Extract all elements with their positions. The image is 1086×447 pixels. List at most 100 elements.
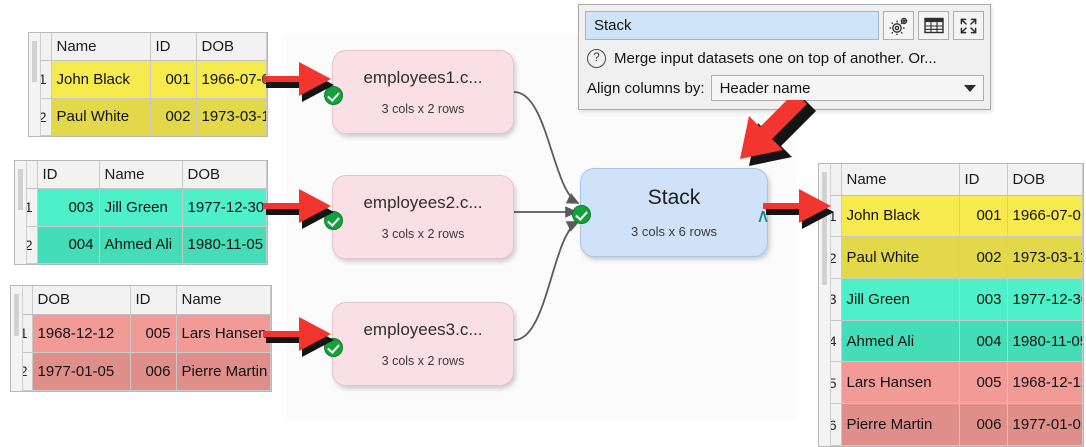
- expand-arrows-icon: [960, 18, 977, 33]
- table-row: 3 Jill Green 003 1977-12-30: [819, 277, 1083, 321]
- cell-name[interactable]: Ahmed Ali: [840, 319, 960, 363]
- panel-description-text: Merge input datasets one on top of anoth…: [614, 49, 937, 67]
- chevron-down-icon: [964, 84, 976, 92]
- table-grid-icon: [923, 17, 944, 34]
- column-header[interactable]: ID: [149, 33, 197, 62]
- cell-id[interactable]: 003: [36, 188, 100, 227]
- cell-dob[interactable]: 1968-12-12: [31, 313, 131, 353]
- table-row: 4 Ahmed Ali 004 1980-11-05: [819, 319, 1083, 363]
- node-subtitle: 3 cols x 6 rows: [631, 224, 717, 239]
- align-columns-label: Align columns by:: [587, 79, 705, 97]
- vertical-scrollbar[interactable]: [819, 164, 831, 446]
- column-header[interactable]: ID: [36, 161, 100, 190]
- input-table-2[interactable]: ID Name DOB 1 003 Jill Green 1977-12-30 …: [14, 160, 268, 265]
- cell-dob[interactable]: 1968-12-12: [1006, 361, 1083, 405]
- column-header[interactable]: Name: [175, 286, 271, 315]
- cell-id[interactable]: 005: [129, 313, 177, 353]
- cell-id[interactable]: 004: [958, 319, 1008, 363]
- status-ok-icon: [572, 205, 591, 224]
- node-title: employees1.c...: [363, 67, 483, 87]
- cell-name[interactable]: Jill Green: [840, 277, 960, 321]
- vertical-scrollbar[interactable]: [11, 286, 23, 391]
- status-ok-icon: [324, 338, 343, 357]
- cell-name[interactable]: Paul White: [50, 97, 151, 137]
- align-columns-row: Align columns by: Header name: [587, 75, 984, 101]
- cell-dob[interactable]: 1977-12-30: [181, 188, 267, 227]
- column-header[interactable]: DOB: [1006, 164, 1083, 196]
- table-row: 2 Paul White 002 1973-03-11: [819, 236, 1083, 279]
- cell-name[interactable]: John Black: [840, 194, 960, 238]
- item-name-input[interactable]: Stack: [585, 11, 879, 40]
- vertical-scrollbar[interactable]: [15, 161, 27, 264]
- cell-dob[interactable]: 1973-03-11: [195, 97, 267, 137]
- input-table-1[interactable]: Name ID DOB 1 John Black 001 1966-07-01 …: [28, 32, 268, 137]
- table-row: 2 Paul White 002 1973-03-11: [29, 97, 267, 137]
- cell-name[interactable]: Pierre Martin: [175, 351, 271, 392]
- column-header[interactable]: DOB: [31, 286, 131, 315]
- column-header[interactable]: DOB: [181, 161, 267, 190]
- cell-dob[interactable]: 1977-01-05: [31, 351, 131, 392]
- column-header[interactable]: Name: [98, 161, 183, 190]
- cell-name[interactable]: Ahmed Ali: [98, 225, 183, 265]
- table-row: 2 004 Ahmed Ali 1980-11-05: [15, 225, 267, 265]
- cell-name[interactable]: Paul White: [840, 236, 960, 279]
- panel-description-row: ? Merge input datasets one on top of ano…: [587, 46, 984, 70]
- cell-dob[interactable]: 1977-12-30: [1006, 277, 1083, 321]
- cell-id[interactable]: 005: [958, 361, 1008, 405]
- node-subtitle: 3 cols x 2 rows: [381, 101, 465, 116]
- column-header[interactable]: ID: [958, 164, 1008, 196]
- cell-dob[interactable]: 1966-07-01: [1006, 194, 1083, 238]
- node-title: Stack: [647, 186, 701, 209]
- node-title: employees3.c...: [363, 319, 483, 339]
- cell-dob[interactable]: 1973-03-11: [1006, 236, 1083, 279]
- panel-top-row: Stack: [585, 11, 984, 40]
- column-header[interactable]: Name: [50, 33, 151, 62]
- vertical-scrollbar[interactable]: [29, 33, 41, 136]
- node-employees3[interactable]: employees3.c... 3 cols x 2 rows: [324, 302, 514, 386]
- table-row: 5 Lars Hansen 005 1968-12-12: [819, 361, 1083, 405]
- node-subtitle: 3 cols x 2 rows: [381, 226, 465, 241]
- input-table-3[interactable]: DOB ID Name 1 1968-12-12 005 Lars Hansen…: [10, 285, 272, 392]
- show-table-button[interactable]: [918, 11, 949, 40]
- node-employees2[interactable]: employees2.c... 3 cols x 2 rows: [324, 175, 514, 259]
- cell-dob[interactable]: 1966-07-01: [195, 60, 267, 99]
- cell-dob[interactable]: 1980-11-05: [1006, 319, 1083, 363]
- cell-name[interactable]: Pierre Martin: [840, 403, 960, 446]
- table-row: 2 1977-01-05 006 Pierre Martin: [11, 351, 271, 392]
- node-title: employees2.c...: [363, 192, 483, 212]
- question-mark-icon[interactable]: ?: [587, 48, 606, 68]
- column-header[interactable]: ID: [129, 286, 177, 315]
- cell-name[interactable]: Lars Hansen: [175, 313, 271, 353]
- cell-id[interactable]: 004: [36, 225, 100, 265]
- output-connector-icon[interactable]: ∧: [756, 206, 770, 227]
- align-columns-select[interactable]: Header name: [710, 75, 984, 101]
- table-row: 1 1968-12-12 005 Lars Hansen: [11, 313, 271, 353]
- table-row: 1 John Black 001 1966-07-01: [819, 194, 1083, 238]
- cell-id[interactable]: 006: [958, 403, 1008, 446]
- properties-panel: Stack: [578, 4, 991, 110]
- table-row: 6 Pierre Martin 006 1977-01-05: [819, 403, 1083, 446]
- column-header[interactable]: Name: [840, 164, 960, 196]
- cell-id[interactable]: 001: [149, 60, 197, 99]
- cell-name[interactable]: Lars Hansen: [840, 361, 960, 405]
- cell-dob[interactable]: 1980-11-05: [181, 225, 267, 265]
- output-table[interactable]: Name ID DOB 1 John Black 001 1966-07-01 …: [818, 163, 1084, 447]
- cell-id[interactable]: 001: [958, 194, 1008, 238]
- cell-id[interactable]: 002: [149, 97, 197, 137]
- cell-dob[interactable]: 1977-01-05: [1006, 403, 1083, 446]
- settings-button[interactable]: [883, 11, 914, 40]
- column-header[interactable]: DOB: [195, 33, 267, 62]
- cell-name[interactable]: Jill Green: [98, 188, 183, 227]
- align-columns-value: Header name: [719, 79, 811, 97]
- node-stack[interactable]: Stack 3 cols x 6 rows ∧: [572, 168, 770, 257]
- table-row: 1 003 Jill Green 1977-12-30: [15, 188, 267, 227]
- cell-id[interactable]: 002: [958, 236, 1008, 279]
- cell-id[interactable]: 003: [958, 277, 1008, 321]
- status-ok-icon: [324, 211, 343, 230]
- node-employees1[interactable]: employees1.c... 3 cols x 2 rows: [324, 50, 514, 134]
- gears-icon: [888, 17, 907, 35]
- cell-name[interactable]: John Black: [50, 60, 151, 99]
- maximize-button[interactable]: [953, 11, 984, 40]
- cell-id[interactable]: 006: [129, 351, 177, 392]
- table-row: 1 John Black 001 1966-07-01: [29, 60, 267, 99]
